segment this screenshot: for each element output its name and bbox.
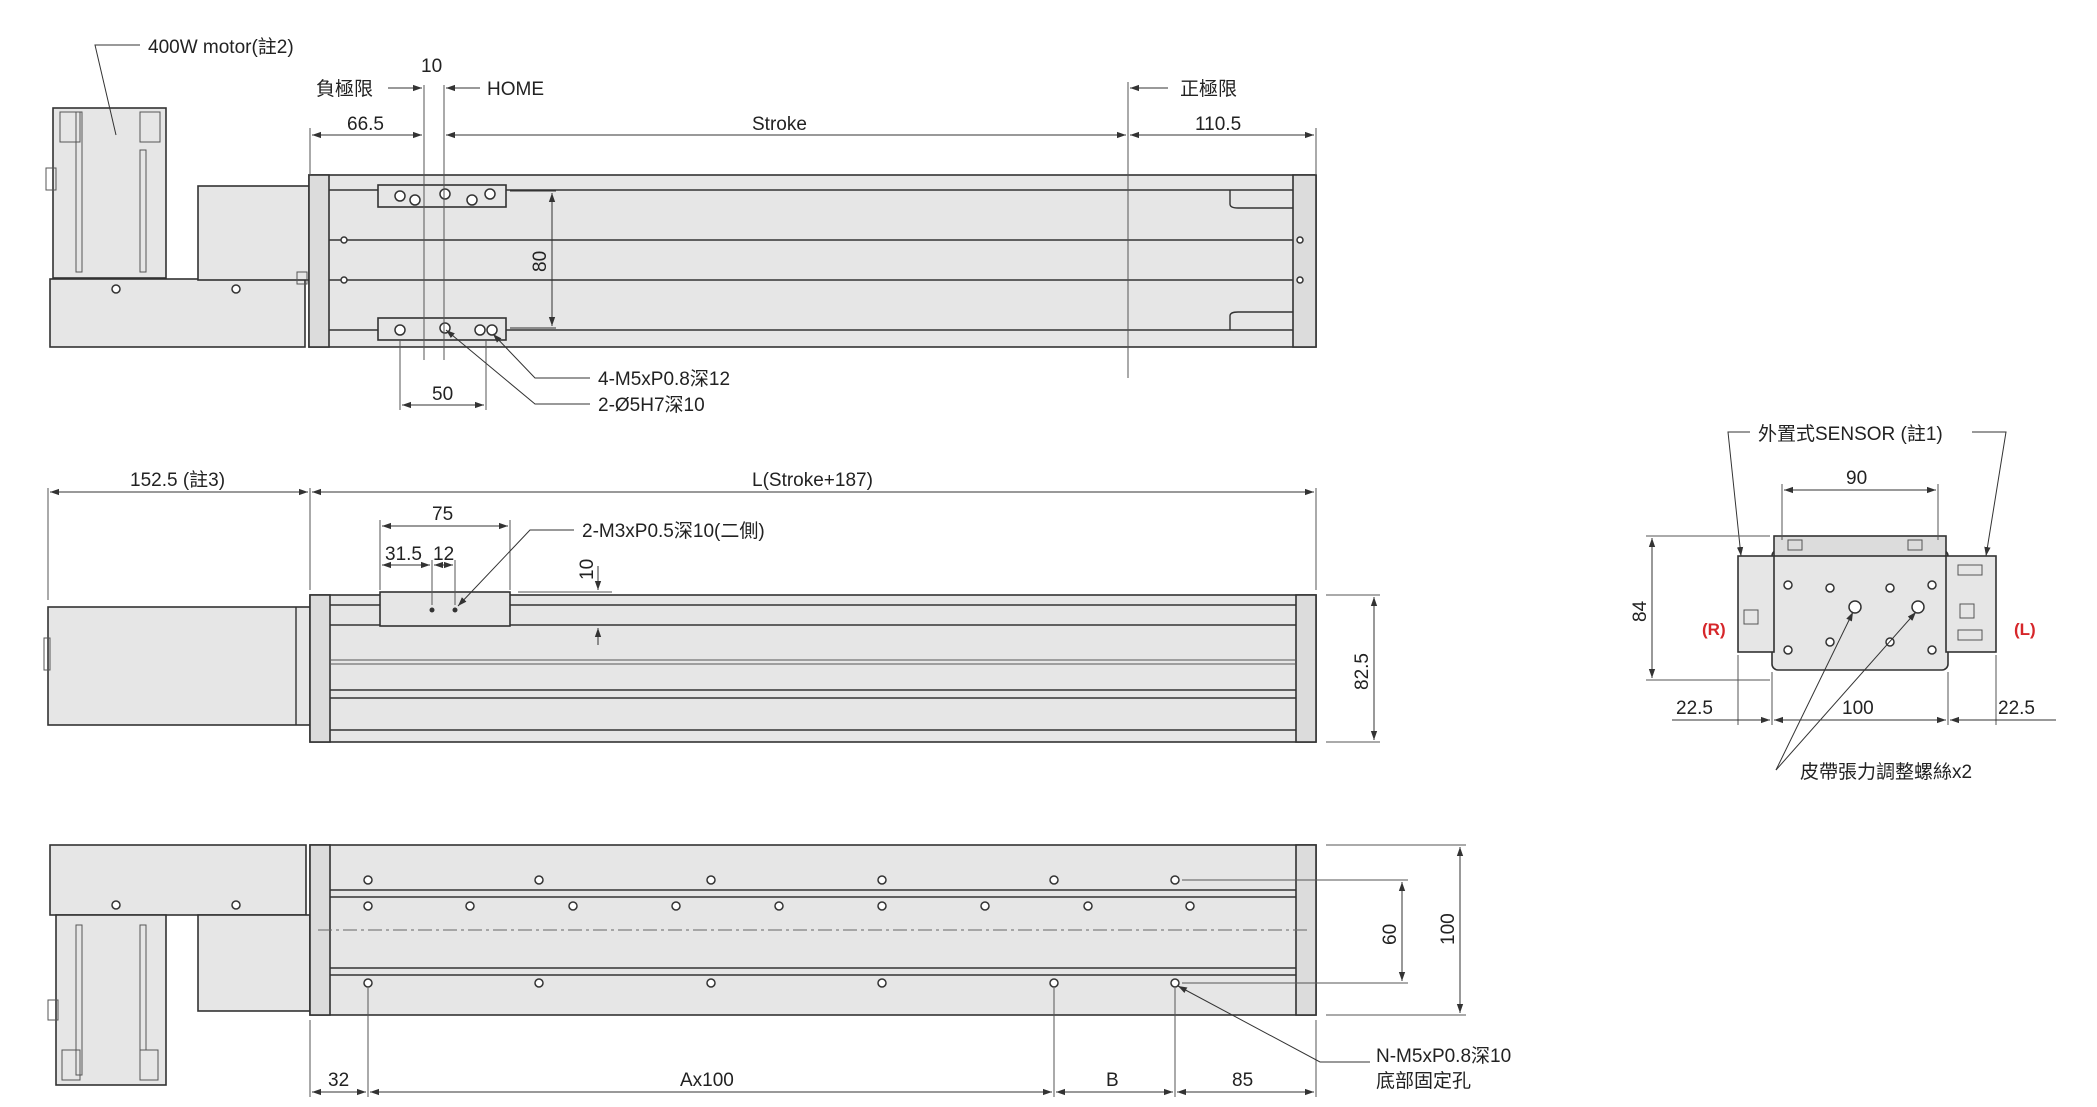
dim-12: 12 [433,544,454,565]
sensor-left [1737,555,1775,653]
dim-84: 84 [1630,600,1651,622]
dim-10-top: 10 [421,56,442,77]
dim-22-5-right: 22.5 [1998,698,2035,719]
dim-50: 50 [432,384,453,405]
dim-32: 32 [328,1070,349,1091]
end-view: 外置式SENSOR (註1) 90 84 (R) (L) 22.5 100 22… [1630,423,2056,783]
dim-82-5: 82.5 [1352,653,1373,690]
dim-110-5: 110.5 [1195,114,1241,135]
neg-limit-label: 負極限 [316,78,373,100]
sensor-note: 外置式SENSOR (註1) [1758,423,1943,445]
bottom-tap-note: N-M5xP0.8深10 [1376,1045,1511,1067]
dim-80: 80 [530,251,551,272]
dim-a: Ax100 [680,1070,734,1091]
dim-60: 60 [1380,924,1401,945]
pin-note: 2-Ø5H7深10 [598,394,705,416]
motor-housing-bottom [55,914,167,1086]
motor-base-bottom [49,844,307,916]
tap-note: 4-M5xP0.8深12 [598,368,730,390]
motor-side [47,606,312,726]
dim-22-5-left: 22.5 [1676,698,1713,719]
carriage-side [379,591,511,627]
bottom-hole-label: 底部固定孔 [1376,1070,1471,1092]
dim-100: 100 [1438,913,1459,945]
dim-100-end: 100 [1842,698,1874,719]
dim-31-5: 31.5 [385,544,422,565]
right-side-label: (R) [1702,620,1726,639]
dim-10-side: 10 [577,559,598,580]
dim-66-5: 66.5 [347,114,384,135]
length-label: L(Stroke+187) [752,470,873,491]
pos-limit-label: 正極限 [1180,78,1237,100]
motor-note: 400W motor(註2) [148,36,294,58]
dim-90: 90 [1846,468,1867,489]
belt-note: 皮帶張力調整螺絲x2 [1800,761,1972,783]
dim-b: B [1106,1070,1119,1091]
stroke-label: Stroke [752,114,807,135]
motor-housing-top [52,107,167,279]
side-tap-note: 2-M3xP0.5深10(二側) [582,520,765,542]
dim-75: 75 [432,504,453,525]
top-view: 400W motor(註2) 負極限 10 HOME 正極限 66.5 Stro… [45,36,1317,416]
home-label: HOME [487,79,544,100]
motor-base-block [49,278,306,348]
bottom-view: 60 100 32 Ax100 B 85 N-M5xP0.8深10 底部固定孔 [47,844,1511,1097]
dim-152-5: 152.5 (註3) [130,469,225,491]
side-view: 152.5 (註3) L(Stroke+187) 75 31.5 12 2-M3… [43,469,1380,743]
left-side-label: (L) [2014,620,2036,639]
dim-85: 85 [1232,1070,1253,1091]
